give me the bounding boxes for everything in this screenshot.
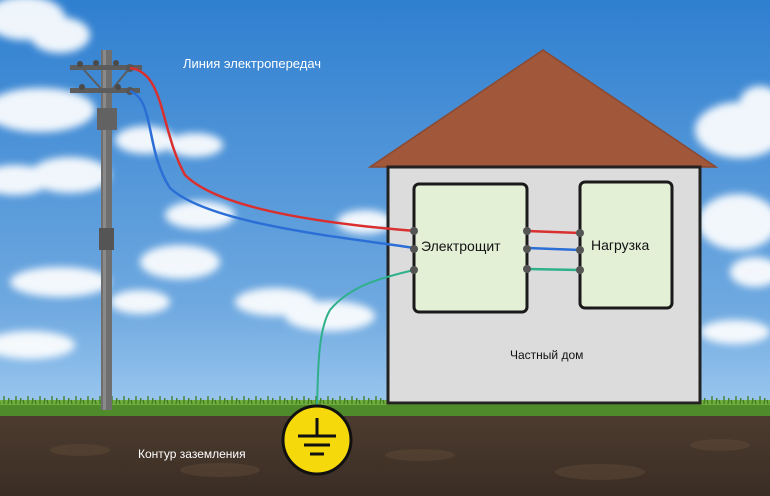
utility-pole-icon (70, 50, 142, 410)
neutral-wire (129, 89, 415, 250)
panel-load-phase-wire (526, 229, 581, 235)
house-label: Частный дом (510, 348, 584, 362)
power-line-label: Линия электропередач (183, 56, 322, 71)
panel-load-neutral-wire (526, 246, 581, 252)
ground-loop-label: Контур заземления (138, 447, 246, 461)
house-roof (370, 50, 716, 167)
load-box (578, 180, 674, 310)
ground-symbol-icon (281, 404, 353, 476)
ground-wire (316, 269, 415, 409)
soil-texture (50, 439, 750, 480)
load-label: Нагрузка (591, 237, 650, 253)
panel-load-ground-wire (526, 267, 581, 272)
clouds (0, 0, 770, 359)
panel-label: Электрощит (421, 238, 501, 254)
soil (0, 410, 770, 496)
phase-wire (129, 66, 415, 233)
terminals (410, 227, 584, 274)
